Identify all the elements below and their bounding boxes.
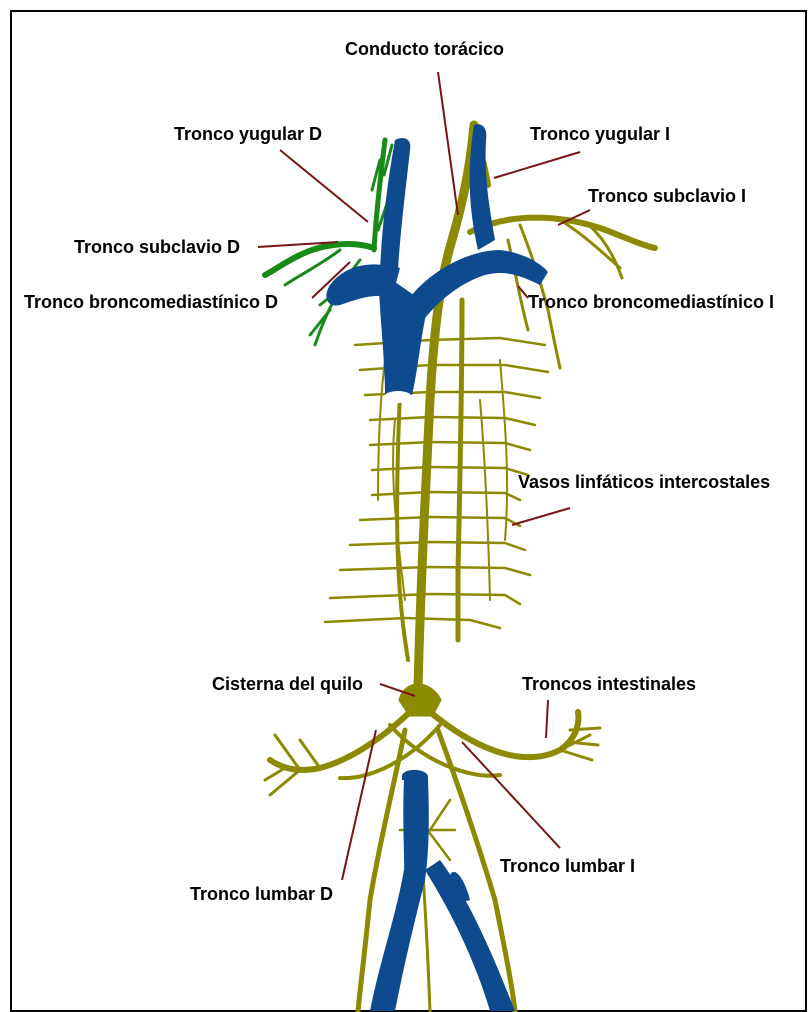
label-tronco-yugular-i: Tronco yugular I	[530, 124, 670, 144]
cisterna-chyli	[400, 685, 440, 715]
label-tronco-yugular-d: Tronco yugular D	[174, 124, 322, 144]
label-troncos-intestinales: Troncos intestinales	[522, 674, 696, 694]
intercostal-vessels	[325, 338, 548, 628]
label-tronco-subclavio-i: Tronco subclavio I	[588, 186, 746, 206]
label-tronco-lumbar-d: Tronco lumbar D	[190, 884, 333, 904]
label-tronco-lumbar-i: Tronco lumbar I	[500, 856, 635, 876]
label-vasos-intercostales: Vasos linfáticos intercostales	[518, 472, 770, 492]
label-tronco-bronco-d: Tronco broncomediastínico D	[24, 292, 278, 312]
label-tronco-subclavio-d: Tronco subclavio D	[74, 237, 240, 257]
label-tronco-bronco-i: Tronco broncomediastínico I	[528, 292, 774, 312]
label-conducto-toracico: Conducto torácico	[345, 39, 504, 59]
label-cisterna-quilo: Cisterna del quilo	[212, 674, 363, 694]
